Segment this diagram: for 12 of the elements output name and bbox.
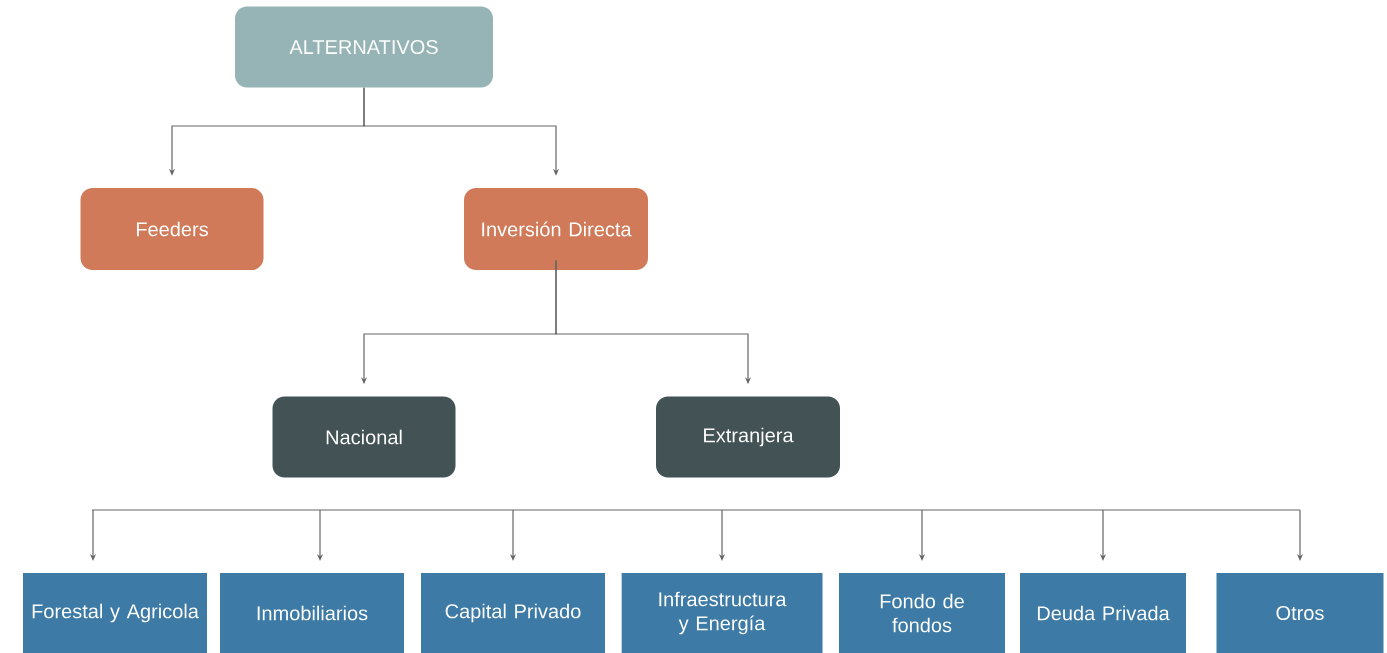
asset-box: Deuda Privada (1020, 573, 1186, 653)
asset-box: Capital Privado (421, 573, 605, 653)
header-box: ALTERNATIVOS (235, 6, 493, 88)
category-box: Feeders (80, 188, 264, 270)
asset-box: Infraestructura y Energía (621, 573, 823, 653)
asset-box: Forestal y Agricola (23, 573, 207, 653)
asset-box: Inmobiliarios (220, 573, 404, 653)
region-box: Extranjera (656, 396, 840, 478)
asset-box: Otros (1216, 573, 1384, 653)
asset-box: Fondo de fondos (839, 573, 1005, 653)
category-box: Inversión Directa (464, 188, 648, 270)
region-box: Nacional (272, 396, 456, 478)
